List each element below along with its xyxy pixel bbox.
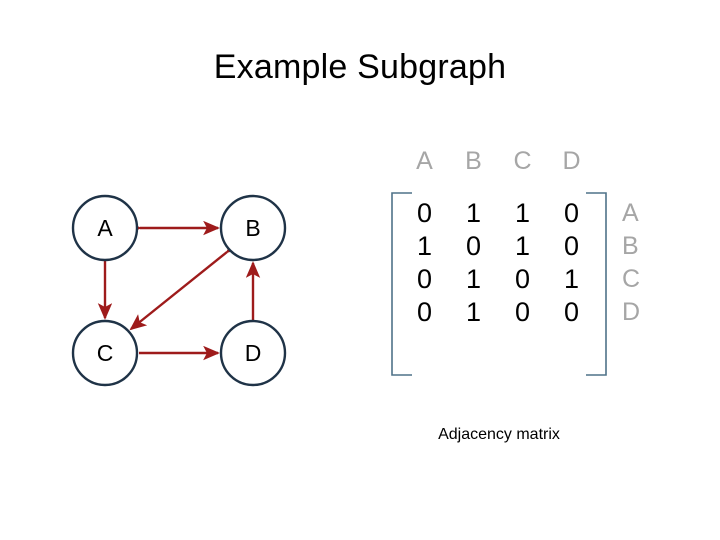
- graph-node-b[interactable]: [219, 194, 287, 262]
- matrix-row-header: C: [622, 265, 641, 293]
- adjacency-matrix: A B C D 0 1 1 0 1 0: [390, 145, 662, 443]
- edge-b-c: [129, 237, 244, 331]
- matrix-cell: 1: [514, 198, 531, 228]
- matrix-cell: 0: [563, 231, 580, 261]
- matrix-cell: 1: [514, 231, 531, 261]
- matrix-cell: 0: [416, 297, 433, 327]
- matrix-row: 0 1 0 0: [400, 296, 598, 329]
- left-bracket-icon: [391, 192, 412, 376]
- matrix-cell: 0: [563, 297, 580, 327]
- graph-diagram: A B C D: [55, 185, 330, 395]
- matrix-row: 0 1 1 0: [400, 197, 598, 230]
- matrix-column-header: B: [465, 147, 482, 175]
- graph-node-label-d: D: [244, 340, 262, 366]
- matrix-cell: 1: [465, 264, 482, 294]
- matrix-cell: 0: [514, 297, 531, 327]
- graph-node-c[interactable]: [71, 319, 139, 387]
- matrix-bracket-box: 0 1 1 0 1 0 1 0 0 1 0 1 0: [390, 191, 608, 377]
- matrix-column-headers: A B C D: [400, 145, 598, 177]
- matrix-cell: 1: [465, 198, 482, 228]
- matrix-cell: 0: [514, 264, 531, 294]
- matrix-cell: 0: [563, 198, 580, 228]
- matrix-column-header: D: [562, 147, 581, 175]
- matrix-column-header: A: [416, 147, 433, 175]
- graph-node-a[interactable]: [71, 194, 139, 262]
- matrix-row-header: D: [622, 298, 641, 326]
- page-title: Example Subgraph: [213, 48, 507, 86]
- matrix-cell: 1: [416, 231, 433, 261]
- graph-node-d[interactable]: [219, 319, 287, 387]
- right-bracket-icon: [586, 192, 607, 376]
- matrix-column-header: C: [513, 147, 532, 175]
- matrix-cell: 0: [416, 264, 433, 294]
- matrix-grid: 0 1 1 0 1 0 1 0 0 1 0 1 0: [400, 197, 598, 329]
- matrix-row-header: A: [622, 199, 639, 227]
- matrix-row: 1 0 1 0: [400, 230, 598, 263]
- graph-node-label-a: A: [97, 215, 113, 241]
- matrix-cell: 1: [465, 297, 482, 327]
- matrix-row: 0 1 0 1: [400, 263, 598, 296]
- matrix-row-headers: A B C D: [622, 197, 662, 329]
- matrix-brackets: [391, 192, 607, 376]
- matrix-caption: Adjacency matrix: [438, 426, 560, 443]
- matrix-cell: 0: [416, 198, 433, 228]
- matrix-cell: 0: [465, 231, 482, 261]
- graph-svg: [71, 194, 287, 387]
- matrix-cell: 1: [563, 264, 580, 294]
- matrix-row-header: B: [622, 232, 639, 260]
- graph-node-label-b: B: [245, 215, 261, 241]
- graph-node-label-c: C: [96, 340, 114, 366]
